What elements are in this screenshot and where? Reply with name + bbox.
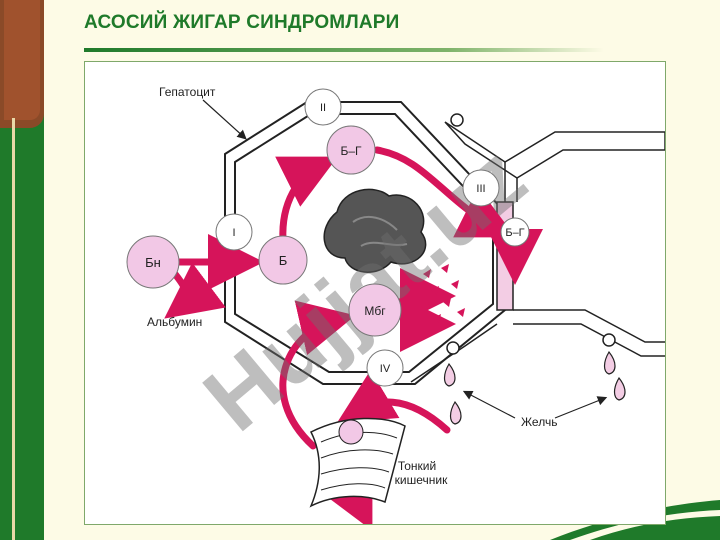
node-b: Б — [258, 235, 308, 285]
left-decor-stripe — [12, 118, 15, 540]
svg-text:II: II — [320, 102, 326, 114]
node-bg: Б–Г — [326, 125, 376, 175]
excretion-particles — [421, 264, 465, 323]
node-bn: Бн — [126, 235, 180, 289]
diagram-panel: Hujjat.uz Бн Б Б–Г Б–Г Мбг I II — [84, 61, 666, 525]
label-intestine-line2: кишечник — [395, 473, 448, 487]
svg-text:IV: IV — [380, 363, 391, 375]
svg-text:Б–Г: Б–Г — [340, 144, 362, 158]
svg-text:I: I — [232, 227, 235, 239]
process-arrows — [164, 146, 543, 524]
svg-text:Б: Б — [279, 253, 288, 268]
node-roman-2: II — [304, 88, 342, 126]
page-title: АСОСИЙ ЖИГАР СИНДРОМЛАРИ — [84, 12, 400, 33]
node-mbg: Мбг — [348, 283, 402, 337]
label-albumin: Альбумин — [147, 315, 202, 329]
svg-text:III: III — [476, 183, 485, 195]
label-bile: Желчь — [521, 415, 557, 429]
svg-text:Б–Г: Б–Г — [505, 227, 524, 239]
small-intestine — [309, 417, 406, 508]
svg-text:Бн: Бн — [145, 255, 161, 270]
label-hepatocyte: Гепатоцит — [159, 85, 216, 99]
label-intestine-line1: Тонкий — [398, 459, 436, 473]
svg-text:Мбг: Мбг — [364, 304, 386, 318]
left-decor-top — [0, 0, 44, 128]
bile-droplets — [443, 350, 626, 425]
title-underline — [84, 48, 604, 52]
node-roman-1: I — [215, 213, 253, 251]
node-roman-4: IV — [366, 349, 404, 387]
liver-syndrome-diagram: Hujjat.uz Бн Б Б–Г Б–Г Мбг I II — [126, 85, 665, 524]
node-roman-3: III — [462, 169, 500, 207]
nucleus — [323, 188, 427, 273]
label-pointers — [202, 99, 608, 419]
node-bg-duct: Б–Г — [500, 217, 530, 247]
